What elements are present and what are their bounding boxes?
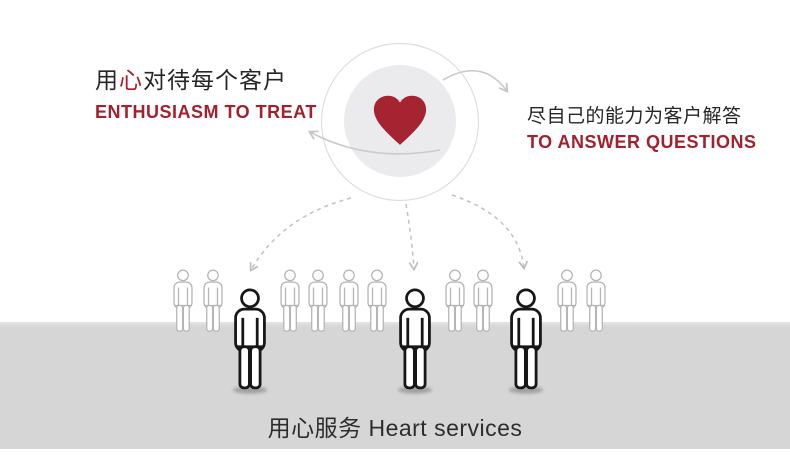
crowd-layer bbox=[173, 269, 606, 394]
right-callout: 尽自己的能力为客户解答 TO ANSWER QUESTIONS bbox=[527, 101, 757, 153]
curved-arrow-right-icon bbox=[442, 70, 509, 93]
person-shadow bbox=[509, 386, 543, 394]
person-figure-large bbox=[510, 288, 542, 390]
left-title-prefix: 用 bbox=[95, 67, 119, 93]
person-shadow bbox=[233, 386, 267, 394]
heart-icon bbox=[373, 95, 427, 145]
person-figure-large bbox=[399, 288, 431, 390]
person-figure-small bbox=[308, 269, 328, 332]
person-shadow bbox=[398, 386, 432, 394]
person-figure-small bbox=[445, 269, 465, 332]
dashed-arrow-right-icon bbox=[451, 194, 529, 271]
person-figure-small bbox=[203, 269, 223, 332]
dashed-arrow-middle-icon bbox=[405, 203, 419, 272]
heart-circle bbox=[320, 42, 480, 202]
ground-band bbox=[0, 322, 790, 449]
left-callout: 用心对待每个客户 ENTHUSIASM TO TREAT bbox=[95, 61, 317, 123]
person-figure-small bbox=[339, 269, 359, 332]
footer-caption: 用心服务 Heart services bbox=[267, 415, 523, 441]
person-figure-small bbox=[367, 269, 387, 332]
person-figure-small bbox=[557, 269, 577, 332]
dashed-arrows bbox=[249, 194, 529, 272]
person-figure-small bbox=[173, 269, 193, 332]
curved-arrow-left-icon bbox=[307, 130, 441, 155]
dashed-arrow-left-icon bbox=[249, 197, 352, 272]
curved-arrows bbox=[307, 70, 509, 155]
person-figure-small bbox=[280, 269, 300, 332]
right-callout-title: 尽自己的能力为客户解答 bbox=[527, 106, 742, 127]
person-figure-small bbox=[586, 269, 606, 332]
left-title-accent: 心 bbox=[119, 67, 143, 93]
left-callout-subtitle: ENTHUSIASM TO TREAT bbox=[95, 102, 317, 122]
left-callout-title: 用心对待每个客户 bbox=[95, 61, 317, 95]
left-title-rest: 对待每个客户 bbox=[143, 67, 287, 93]
person-figure-small bbox=[473, 269, 493, 332]
right-callout-subtitle: TO ANSWER QUESTIONS bbox=[527, 132, 757, 152]
person-figure-large bbox=[234, 288, 266, 390]
